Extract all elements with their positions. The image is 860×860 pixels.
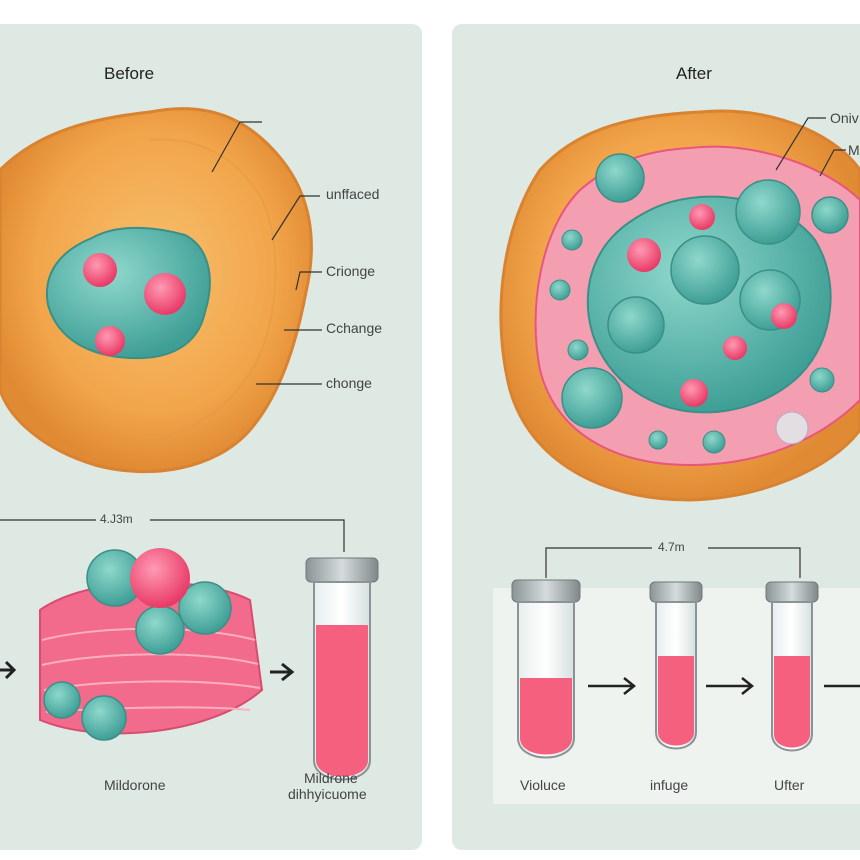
before-nucleolus-dot: [144, 273, 186, 315]
before-callout-4: chonge: [326, 375, 372, 391]
before-title: Before: [104, 64, 155, 83]
before-scale-label: 4.J3m: [100, 512, 133, 526]
before-label-right-2: dihhyicuome: [288, 786, 367, 802]
after-arrow: [588, 677, 637, 695]
before-test-tube: [305, 557, 379, 781]
after-test-tube: [765, 581, 819, 752]
after-arrow: [706, 677, 755, 695]
before-label-left: Mildorone: [104, 777, 166, 793]
after-callout-2: M: [848, 142, 860, 158]
after-scale-label: 4.7m: [658, 540, 685, 554]
after-callout-1: Oniv: [830, 110, 859, 126]
before-cell: [0, 107, 322, 474]
before-callout-1: unffaced: [326, 186, 380, 202]
after-tube-label-2: infuge: [650, 777, 689, 793]
before-label-right-1: Mildrone: [304, 770, 358, 786]
after-tube-label-3: Ufter: [774, 777, 805, 793]
after-cell: [499, 109, 860, 502]
before-arrow-left: [0, 660, 17, 680]
after-title: After: [676, 64, 712, 83]
after-test-tube: [511, 579, 581, 759]
before-callout-3: Cchange: [326, 320, 383, 336]
after-scale-line: [545, 547, 652, 578]
before-callout-2: Crionge: [326, 263, 376, 279]
before-nucleolus-dot: [95, 326, 125, 356]
before-nucleolus-dot: [83, 253, 117, 287]
after-tube-label-1: Violuce: [520, 777, 566, 793]
before-arrow-right: [270, 662, 295, 682]
after-test-tube: [649, 581, 703, 750]
before-tissue-stack: [39, 548, 264, 741]
